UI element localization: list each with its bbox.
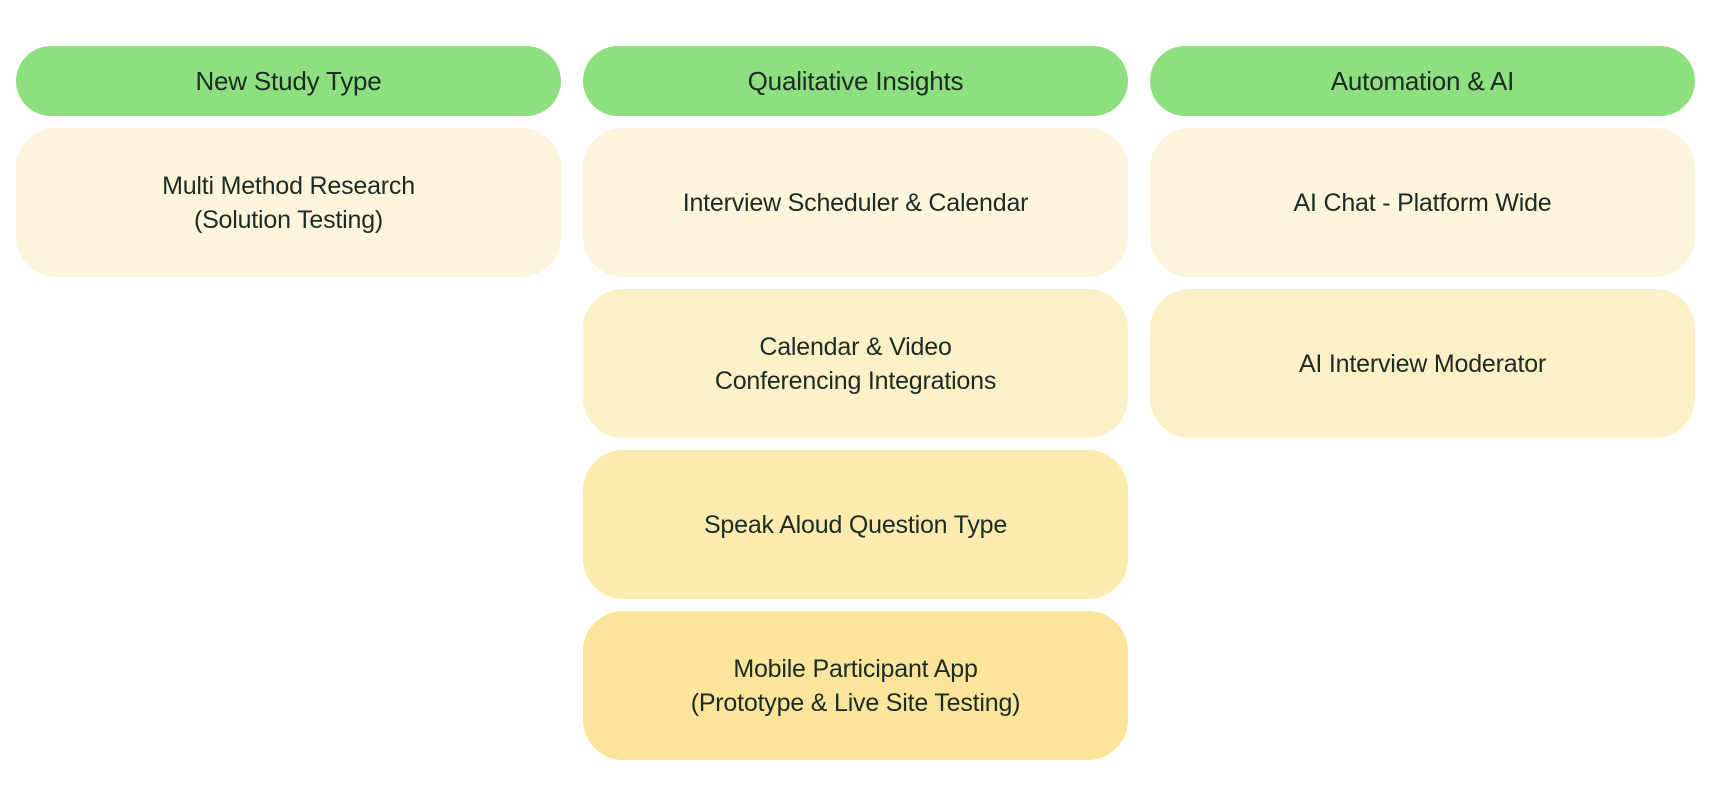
card-title: Speak Aloud Question Type: [703, 510, 1008, 539]
column-new-study-type: New Study Type Multi Method Research (So…: [16, 46, 561, 277]
card-title: Multi Method Research: [162, 171, 415, 200]
card-title: Calendar & Video: [759, 332, 952, 361]
card-title: AI Chat - Platform Wide: [1293, 188, 1552, 217]
column-title: Qualitative Insights: [747, 65, 964, 96]
card-interview-scheduler-calendar: Interview Scheduler & Calendar: [583, 128, 1128, 277]
card-calendar-video-conferencing-integrations: Calendar & Video Conferencing Integratio…: [583, 289, 1128, 438]
card-subtitle: (Solution Testing): [193, 205, 384, 234]
column-title: New Study Type: [195, 65, 382, 96]
card-subtitle: (Prototype & Live Site Testing): [690, 688, 1021, 717]
card-mobile-participant-app: Mobile Participant App (Prototype & Live…: [583, 611, 1128, 760]
column-header-automation-ai: Automation & AI: [1150, 46, 1695, 116]
column-header-new-study-type: New Study Type: [16, 46, 561, 116]
card-title: Interview Scheduler & Calendar: [682, 188, 1029, 217]
column-qualitative-insights: Qualitative Insights Interview Scheduler…: [583, 46, 1128, 760]
column-title: Automation & AI: [1330, 65, 1515, 96]
card-title: AI Interview Moderator: [1298, 349, 1547, 378]
column-header-qualitative-insights: Qualitative Insights: [583, 46, 1128, 116]
card-speak-aloud-question-type: Speak Aloud Question Type: [583, 450, 1128, 599]
card-multi-method-research: Multi Method Research (Solution Testing): [16, 128, 561, 277]
card-ai-chat-platform-wide: AI Chat - Platform Wide: [1150, 128, 1695, 277]
card-title: Mobile Participant App: [733, 654, 978, 683]
card-ai-interview-moderator: AI Interview Moderator: [1150, 289, 1695, 438]
column-automation-ai: Automation & AI AI Chat - Platform Wide …: [1150, 46, 1695, 438]
card-title-line-2: Conferencing Integrations: [714, 366, 997, 395]
